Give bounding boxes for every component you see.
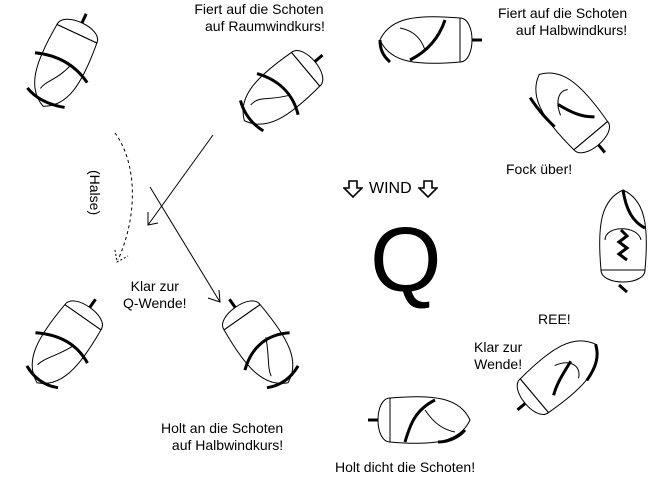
command-line: Klar zur	[474, 339, 523, 355]
command-line: auf Halbwindkurs!	[171, 437, 284, 453]
wind-arrow-icon	[343, 180, 363, 198]
wind-indicator: WIND	[343, 180, 438, 198]
arrow-to-holt-an	[149, 186, 221, 303]
boat-7	[368, 396, 471, 444]
command-halbwind-top: Fiert auf die Schoten auf Halbwindkurs!	[498, 5, 627, 39]
boat-5	[599, 189, 647, 294]
command-raumwind: Fiert auf die Schoten auf Raumwindkurs!	[193, 1, 325, 35]
boat-4	[520, 58, 617, 161]
command-holt-dicht: Holt dicht die Schoten!	[335, 459, 476, 475]
boat-3	[378, 16, 482, 64]
command-line: Holt an die Schoten	[161, 420, 284, 436]
command-line: auf Raumwindkurs!	[205, 18, 325, 34]
halse-dashed-arrow	[114, 132, 133, 263]
command-line: Fiert auf die Schoten	[194, 1, 324, 17]
arrow-to-halse	[147, 134, 214, 226]
command-holt-an: Holt an die Schoten auf Halbwindkurs!	[161, 420, 283, 454]
wind-arrow-icon	[417, 180, 438, 198]
boat-9	[17, 293, 110, 397]
command-klar-wende: Klar zur Wende!	[474, 339, 522, 373]
boat-8	[215, 293, 308, 397]
command-line: Klar zur	[130, 278, 179, 294]
boat-2	[228, 43, 331, 140]
command-line: Wende!	[474, 356, 523, 372]
command-line: Q-Wende!	[123, 295, 187, 311]
command-line: Fiert auf die Schoten	[498, 5, 628, 21]
command-line: auf Halbwindkurs!	[515, 22, 628, 38]
boat-1	[21, 12, 104, 117]
boat-6	[509, 325, 612, 422]
command-ree: REE!	[538, 311, 571, 327]
command-fock: Fock über!	[506, 161, 573, 177]
command-klar-q-wende: Klar zur Q-Wende!	[123, 278, 187, 312]
wind-label: WIND	[369, 180, 412, 197]
halse-label: (Halse)	[87, 170, 103, 216]
q-letter: Q	[370, 209, 442, 311]
